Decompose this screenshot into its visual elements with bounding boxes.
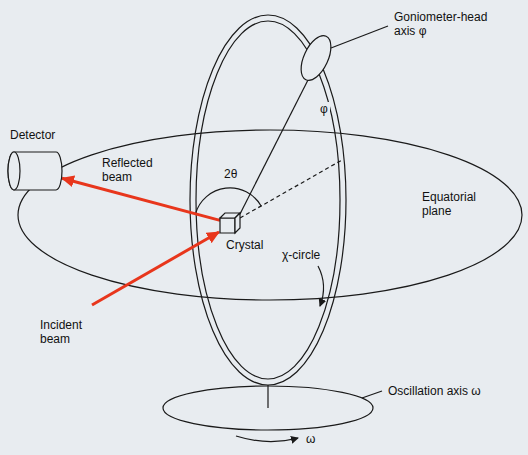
goniometer-head [295, 31, 337, 85]
plane-label: Equatorial plane [420, 190, 494, 218]
detector-symbol [8, 152, 62, 190]
axis-symbol: ω [304, 432, 317, 446]
axis-label: Oscillation axis ω [386, 384, 483, 398]
chi-arrow [318, 266, 324, 306]
circle-label: χ-circle [280, 248, 322, 262]
crystal: Crystal [220, 213, 240, 233]
leader-line [362, 391, 382, 398]
beam-label: Reflected beam [100, 156, 162, 184]
axis-symbol: φ [318, 102, 330, 116]
detector: Detector [8, 152, 62, 190]
reflected-beam [62, 178, 220, 220]
omega-arrow [236, 436, 298, 442]
incident-beam [92, 232, 219, 305]
chi-circle-outer [190, 15, 346, 385]
omega-circle [163, 386, 373, 430]
omega-stem [267, 385, 268, 408]
direct-beam-extension [240, 160, 342, 218]
angle-label: 2θ [222, 167, 239, 181]
crystal-label: Crystal [226, 238, 263, 252]
crystal-symbol [220, 213, 240, 233]
two-theta-arc [195, 188, 261, 214]
chi-circle-inner [196, 21, 340, 379]
detector-label: Detector [10, 128, 55, 142]
beam-label: Incident beam [38, 318, 96, 346]
axis-label: Goniometer-head axis φ [392, 10, 496, 38]
leader-line [331, 26, 388, 48]
